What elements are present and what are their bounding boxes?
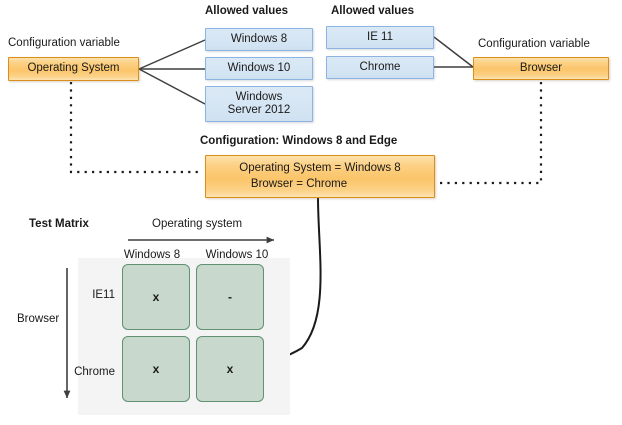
os-variable-box[interactable]: Operating System (8, 57, 139, 81)
browser-variable-caption: Configuration variable (478, 38, 590, 50)
allowed-values-label-browser: Allowed values (331, 5, 415, 17)
browser-value-ie-11[interactable]: IE 11 (326, 26, 434, 49)
browser-connector-lines (433, 36, 474, 68)
matrix-y-axis-label: Browser (17, 313, 60, 325)
matrix-row-header-0: IE11 (92, 289, 115, 301)
os-to-config-dotted (69, 82, 200, 174)
os-connector-lines (138, 39, 206, 105)
os-value-windows-8[interactable]: Windows 8 (205, 28, 313, 51)
browser-variable-label: Browser (519, 61, 563, 74)
matrix-cell-ie11-windows10[interactable]: - (196, 264, 264, 330)
os-value-windows-server-2012[interactable]: Windows Server 2012 (205, 86, 313, 122)
configuration-line-browser: Browser = Chrome (250, 177, 348, 190)
matrix-title: Test Matrix (29, 218, 89, 230)
browser-value-label: IE 11 (367, 30, 393, 43)
matrix-cell-ie11-windows8[interactable]: x (122, 264, 190, 330)
os-value-windows-10[interactable]: Windows 10 (205, 57, 313, 80)
os-variable-caption: Configuration variable (8, 37, 120, 49)
matrix-cell-chrome-windows8[interactable]: x (122, 336, 190, 402)
matrix-cell-chrome-windows10[interactable]: x (196, 336, 264, 402)
os-variable-label: Operating System (27, 62, 120, 75)
os-value-label: Windows Server 2012 (227, 90, 291, 116)
browser-value-label: Chrome (359, 60, 401, 73)
configuration-box[interactable]: Operating System = Windows 8 Browser = C… (205, 155, 435, 198)
matrix-x-axis-label: Operating system (152, 218, 243, 230)
matrix-column-header-0: Windows 8 (123, 249, 181, 261)
os-value-label: Windows 10 (227, 61, 291, 74)
os-value-label: Windows 8 (230, 32, 288, 45)
browser-value-chrome[interactable]: Chrome (326, 56, 434, 79)
configuration-line-os: Operating System = Windows 8 (239, 162, 401, 174)
matrix-column-header-1: Windows 10 (205, 249, 269, 261)
configuration-title: Configuration: Windows 8 and Edge (200, 135, 398, 147)
browser-variable-box[interactable]: Browser (473, 57, 609, 80)
matrix-row-header-1: Chrome (74, 366, 115, 378)
allowed-values-label-os: Allowed values (205, 5, 289, 17)
